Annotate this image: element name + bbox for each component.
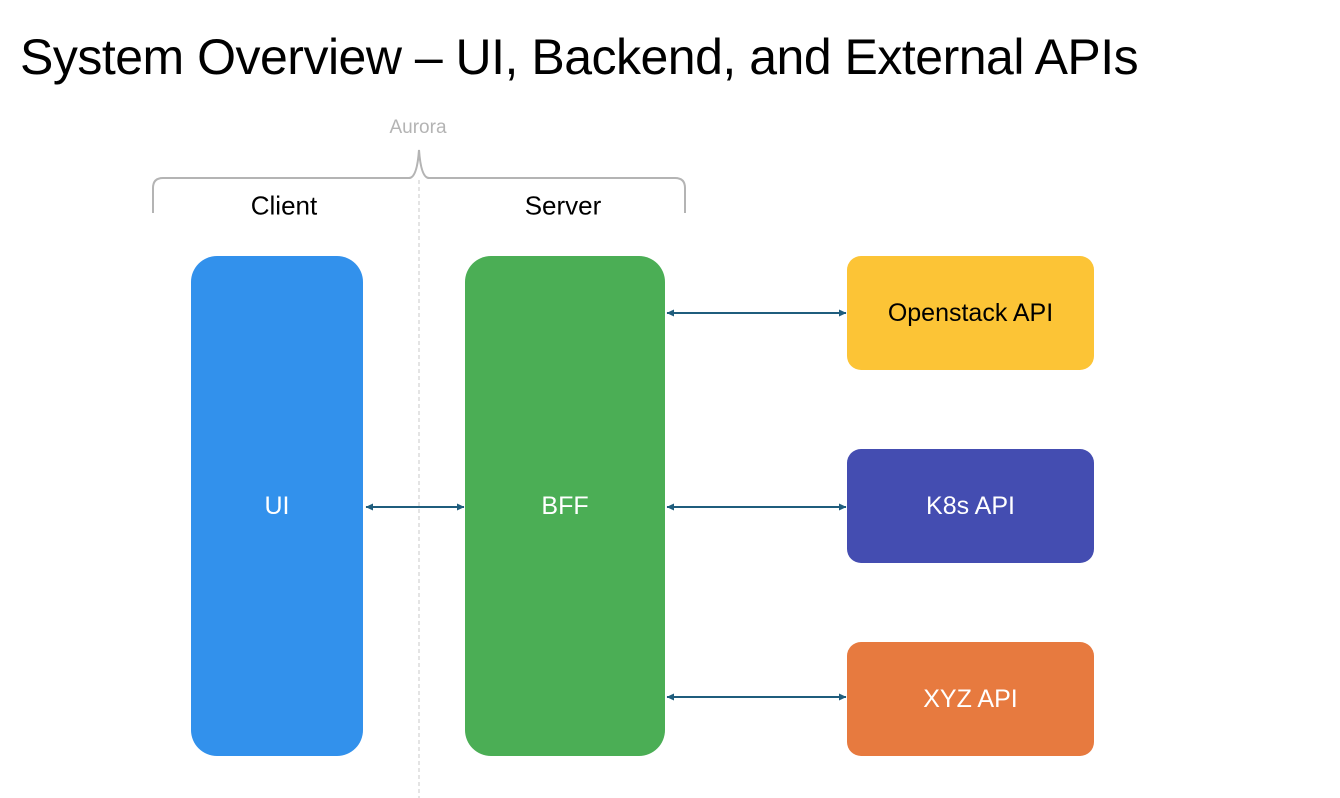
slide-title: System Overview – UI, Backend, and Exter… [20,29,1139,85]
server-tier-label: Server [524,190,602,221]
openstack-api-node: Openstack API [847,256,1094,370]
bff-node: BFF [465,256,665,756]
client-tier-label: Client [250,190,318,221]
bff-node-label: BFF [541,491,589,520]
openstack-api-node-label: Openstack API [887,298,1054,327]
aurora-group-brace [152,149,686,213]
ui-node: UI [191,256,363,756]
xyz-api-node: XYZ API [847,642,1094,756]
k8s-api-node-label: K8s API [926,491,1015,520]
aurora-group-label: Aurora [389,117,447,138]
xyz-api-node-label: XYZ API [923,684,1018,713]
k8s-api-node: K8s API [847,449,1094,563]
ui-node-label: UI [264,491,290,520]
